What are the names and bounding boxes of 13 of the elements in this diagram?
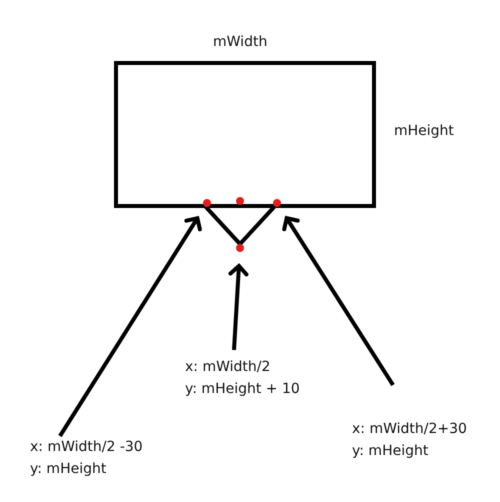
coordinate-text: y: mHeight — [30, 460, 108, 479]
coordinate-text: x: mWidth/2 -30 — [30, 438, 143, 457]
arrow — [58, 216, 202, 438]
coordinate-text: y: mHeight — [352, 442, 430, 461]
arrow — [282, 216, 395, 386]
coordinate-text: y: mHeight + 10 — [185, 380, 300, 399]
speech-bubble-drawing — [114, 61, 376, 247]
dimension-label: mHeight — [394, 123, 454, 139]
dimension-label: mWidth — [213, 34, 268, 50]
arrow — [228, 264, 248, 350]
anchor-point — [236, 244, 244, 252]
coordinate-text: x: mWidth/2 — [185, 358, 272, 377]
coordinate-text: x: mWidth/2+30 — [352, 420, 467, 439]
